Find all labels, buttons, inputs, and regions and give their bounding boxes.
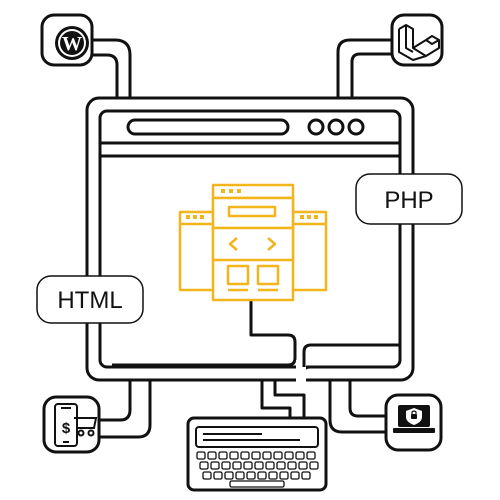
keyboard-key (229, 451, 239, 460)
keyboard-icon (186, 416, 328, 492)
keyboard-key (210, 461, 220, 470)
html-label-frame (36, 275, 144, 324)
keyboard-cable-right (273, 380, 306, 418)
html-label: HTML (57, 287, 122, 314)
keyboard-key (221, 461, 231, 470)
keyboard-key (262, 451, 272, 460)
connector-laptop-inner (348, 378, 387, 418)
php-label-frame (355, 173, 463, 225)
connector-laravel-inner (350, 52, 397, 102)
layout-dots (186, 189, 318, 219)
php-label-box: PHP (355, 173, 463, 225)
keyboard-key (257, 471, 267, 480)
keyboard-display (195, 426, 319, 448)
keyboard-key (287, 461, 297, 470)
php-label: PHP (384, 187, 433, 214)
window-dot-1 (307, 118, 325, 136)
keyboard-key (254, 461, 264, 470)
keyboard-keys (196, 451, 319, 488)
laravel-tile (390, 13, 444, 67)
website-layouts-icon (178, 183, 328, 302)
connector-wordpress-outer (86, 53, 119, 102)
cable-gap-edge (302, 343, 400, 367)
keyboard-connector-line-left (112, 300, 297, 367)
keyboard-key (295, 451, 305, 460)
security-tile (384, 393, 443, 452)
laravel-icon (398, 24, 440, 61)
keyboard-key (298, 461, 308, 470)
secure-laptop-icon (393, 405, 435, 433)
wordpress-icon: W (55, 26, 89, 60)
keyboard-key (240, 451, 250, 460)
ecommerce-tile: $ (42, 395, 101, 454)
keyboard-key (290, 471, 300, 480)
connector-wordpress-inner (88, 38, 132, 102)
keyboard-key (196, 451, 206, 460)
window-dot-3 (347, 118, 365, 136)
keyboard-key (246, 471, 256, 480)
keyboard-spacebar (229, 480, 285, 488)
cable-gap-mask (296, 360, 306, 382)
keyboard-key (265, 461, 275, 470)
keyboard-key (251, 451, 261, 460)
connector-lines (86, 38, 397, 439)
keyboard-key (199, 461, 209, 470)
wordpress-tile: W (40, 13, 94, 67)
keyboard-key (243, 461, 253, 470)
keyboard-key (301, 471, 311, 480)
keyboard-key (276, 461, 286, 470)
keyboard-key (268, 471, 278, 480)
browser-inner-frame (98, 109, 402, 369)
address-bar (126, 118, 290, 136)
keyboard-key (284, 451, 294, 460)
keyboard-key (202, 471, 212, 480)
keyboard-key (306, 451, 316, 460)
window-dot-2 (327, 118, 345, 136)
ecommerce-tile-frame (42, 395, 101, 454)
keyboard-cable-left (260, 380, 292, 418)
keyboard-key (232, 461, 242, 470)
keyboard-key (309, 461, 319, 470)
connector-laravel-outer (336, 38, 397, 102)
keyboard-key (224, 471, 234, 480)
laravel-tile-frame (390, 13, 444, 67)
connector-laptop-outer (328, 378, 387, 434)
svg-text:W: W (62, 33, 82, 55)
keyboard-key (207, 451, 217, 460)
ecommerce-phone-icon: $ (54, 403, 98, 447)
svg-text:$: $ (62, 420, 71, 437)
keyboard-key (235, 471, 245, 480)
connector-phone-outer (98, 378, 132, 422)
html-label-box: HTML (36, 275, 144, 324)
keyboard-key (273, 451, 283, 460)
connector-phone-inner (98, 378, 152, 439)
keyboard-key (279, 471, 289, 480)
keyboard-key (218, 451, 228, 460)
keyboard-key (213, 471, 223, 480)
